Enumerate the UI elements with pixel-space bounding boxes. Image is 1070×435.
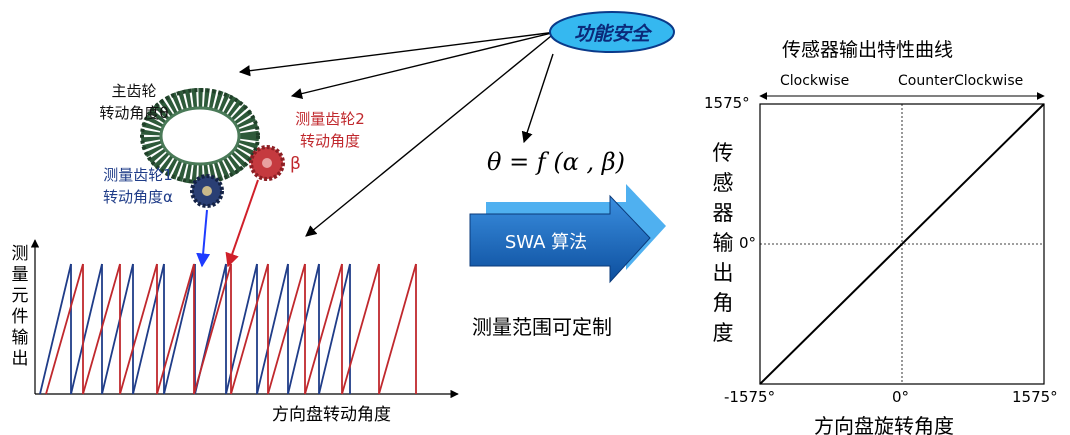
safety-arrow-to-main-gear — [238, 31, 557, 77]
beta-symbol: β — [290, 154, 301, 174]
measuring-gear-1-icon — [190, 174, 224, 208]
right-chart-ylabel: 传感器输出角度 — [712, 141, 734, 345]
formula: θ = f (α , β) — [486, 148, 626, 176]
gear2-signal-ramp — [82, 263, 121, 395]
right-chart-xlabel: 方向盘旋转角度 — [814, 414, 954, 435]
functional-safety-bubble — [549, 11, 675, 53]
gear2-line2: 转动角度 — [299, 132, 360, 150]
x-tick-min: -1575° — [724, 388, 776, 406]
x-tick-max: 1575° — [1012, 388, 1058, 406]
left-chart-ylabel: 测量元件输出 — [11, 244, 29, 369]
y-tick-zero: 0° — [739, 234, 757, 252]
gear1-line1: 测量齿轮1 — [103, 166, 173, 184]
gear1-signal-ramp — [70, 263, 103, 395]
main-gear-line2: 转动角度θ — [99, 104, 169, 122]
gear2-signal-ramp — [378, 263, 417, 395]
gear1-signal-ramp — [132, 263, 165, 395]
gear2-signal-ramp — [193, 263, 232, 395]
sawtooth-signals — [39, 263, 417, 395]
gear2-signal-ramp — [156, 263, 195, 395]
gear1-signal-ramp — [163, 263, 196, 395]
safety-arrow-to-output — [305, 31, 557, 237]
safety-arrow-to-gears — [290, 31, 557, 100]
swa-label: SWA 算法 — [504, 232, 588, 253]
y-tick-max: 1575° — [704, 94, 750, 112]
gear1-signal-ramp — [39, 263, 72, 395]
gear2-signal-ramp — [267, 263, 306, 395]
direction-clockwise: Clockwise — [780, 73, 850, 89]
gear2-signal-ramp — [304, 263, 343, 395]
swa-algorithm-arrow — [469, 184, 666, 284]
output-characteristic-line — [759, 103, 1045, 385]
measuring-gear-2-icon — [249, 145, 285, 181]
right-chart-title: 传感器输出特性曲线 — [782, 39, 954, 61]
gear1-label: 测量齿轮1 转动角度α — [90, 164, 186, 208]
x-tick-zero: 0° — [892, 388, 910, 406]
gear2-signal-ramp — [45, 263, 84, 395]
gear2-to-chart-arrow — [225, 179, 259, 268]
safety-arrow-to-formula — [521, 53, 554, 144]
characteristic-series-line — [759, 103, 1045, 385]
gear1-line2: 转动角度α — [103, 188, 173, 206]
gear2-signal-ramp — [341, 263, 380, 395]
gear1-signal-ramp — [101, 263, 134, 395]
left-chart-xlabel: 方向盘转动角度 — [272, 405, 391, 425]
custom-range-text: 测量范围可定制 — [472, 315, 612, 339]
gear1-signal-ramp — [256, 263, 289, 395]
gear1-signal-ramp — [318, 263, 351, 395]
gear1-to-chart-arrow — [196, 209, 211, 268]
main-gear-line1: 主齿轮 — [111, 82, 157, 100]
left-chart-axes — [30, 239, 459, 399]
functional-safety-label: 功能安全 — [573, 23, 650, 45]
direction-counterclockwise: CounterClockwise — [898, 73, 1024, 89]
gear2-label: 测量齿轮2 转动角度 — [282, 108, 378, 152]
gear2-signal-ramp — [119, 263, 158, 395]
gear2-signal-ramp — [230, 263, 269, 395]
main-gear-icon — [140, 88, 260, 184]
gear1-signal-ramp — [287, 263, 320, 395]
gear2-line1: 测量齿轮2 — [295, 110, 365, 128]
main-gear-label: 主齿轮 转动角度θ — [86, 80, 182, 124]
